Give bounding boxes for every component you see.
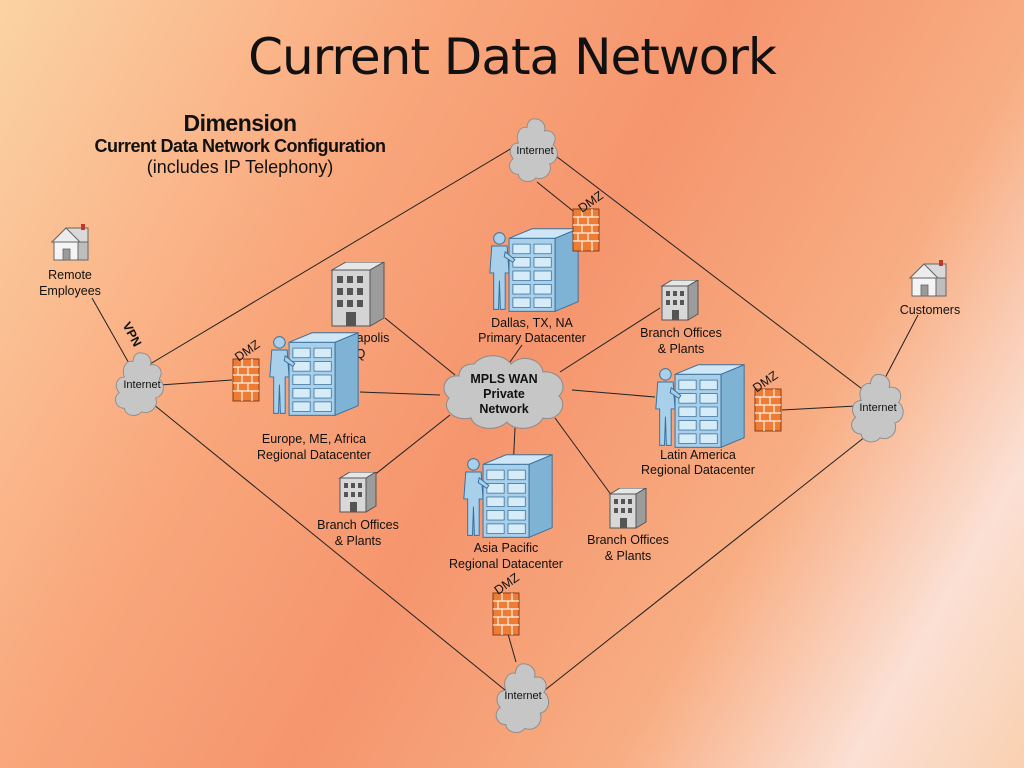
link-mpls-hq — [384, 317, 456, 376]
mpls-wan-cloud: MPLS WAN Private Network — [443, 355, 564, 429]
connection-lines — [91, 147, 919, 691]
link-mpls-branch-right — [554, 417, 613, 497]
datacenter-icon — [269, 332, 359, 416]
house-icon — [51, 224, 89, 261]
heading-note: (includes IP Telephony) — [146, 157, 334, 178]
internet-right-label: Internet — [859, 402, 896, 414]
link-internet-left-bottom — [147, 399, 506, 691]
internet-bottom-label: Internet — [504, 690, 541, 702]
latam-datacenter-node: Latin America Regional Datacenter — [641, 364, 755, 477]
firewall-icon — [754, 388, 782, 432]
firewall-icon — [492, 592, 520, 636]
europe-label-line2: Regional Datacenter — [257, 448, 371, 462]
datacenter-icon — [655, 364, 745, 448]
dmz-top: DMZ — [572, 188, 606, 252]
datacenter-icon — [489, 228, 579, 312]
europe-datacenter-node: Europe, ME, Africa Regional Datacenter — [257, 332, 371, 462]
building-icon — [331, 262, 385, 327]
vpn-label: VPN — [120, 320, 144, 349]
dmz-right: DMZ — [750, 368, 782, 432]
datacenter-icon — [463, 454, 553, 538]
branch-left-label-line2: & Plants — [335, 534, 382, 548]
dmz-left: DMZ — [232, 337, 263, 402]
link-internet-top-right — [547, 149, 871, 396]
branch-left-label-line1: Branch Offices — [317, 518, 399, 532]
remote-employees-node: Remote Employees — [39, 224, 101, 298]
asia-label-line1: Asia Pacific — [474, 541, 539, 555]
branch-left-node: Branch Offices & Plants — [317, 472, 399, 548]
branch-top-node: Branch Offices & Plants — [640, 280, 722, 356]
link-mpls-europe — [359, 391, 441, 396]
branch-right-label-line2: & Plants — [605, 549, 652, 563]
heading-company: Dimension — [183, 110, 297, 136]
branch-right-node: Branch Offices & Plants — [587, 488, 669, 563]
branch-right-label-line1: Branch Offices — [587, 533, 669, 547]
internet-left-cloud: Internet — [115, 352, 164, 416]
branch-building-icon — [661, 280, 699, 321]
mpls-label-line2: Private — [483, 387, 525, 401]
internet-top-cloud: Internet — [509, 118, 558, 182]
branch-building-icon — [339, 472, 377, 513]
link-mpls-branch-left — [367, 414, 451, 481]
remote-label-line2: Employees — [39, 284, 101, 298]
dallas-datacenter-node: Dallas, TX, NA Primary Datacenter — [478, 228, 586, 345]
firewall-icon — [572, 208, 600, 252]
dmz-bottom: DMZ — [492, 570, 522, 636]
heading-subtitle: Current Data Network Configuration — [94, 136, 386, 157]
link-internet-right-bottom — [544, 424, 881, 691]
link-internet-top-left — [139, 147, 513, 371]
slide-title: Current Data Network — [248, 28, 777, 86]
link-dmz-internet-bottom — [507, 633, 517, 663]
link-dmz-internet-right — [781, 405, 857, 411]
latam-label-line2: Regional Datacenter — [641, 463, 755, 477]
internet-right-cloud: Internet — [851, 373, 904, 443]
branch-building-icon — [609, 488, 647, 529]
europe-label-line1: Europe, ME, Africa — [262, 432, 366, 446]
link-mpls-latam — [571, 389, 656, 398]
internet-left-label: Internet — [123, 379, 160, 391]
link-mpls-branch-top — [559, 307, 661, 373]
mpls-label-line3: Network — [479, 402, 528, 416]
dallas-label-line2: Primary Datacenter — [478, 331, 586, 345]
remote-label-line1: Remote — [48, 268, 92, 282]
firewall-icon — [232, 358, 260, 402]
mpls-label-line1: MPLS WAN — [470, 372, 537, 386]
link-internet-left-dmz — [159, 379, 233, 386]
dallas-label-line1: Dallas, TX, NA — [491, 316, 573, 330]
link-mpls-dallas — [509, 344, 523, 363]
link-customers-internet — [884, 314, 919, 379]
asia-label-line2: Regional Datacenter — [449, 557, 563, 571]
asia-datacenter-node: Asia Pacific Regional Datacenter — [449, 454, 563, 571]
internet-bottom-cloud: Internet — [495, 663, 550, 734]
customers-label: Customers — [900, 303, 960, 317]
branch-top-label-line1: Branch Offices — [640, 326, 722, 340]
latam-label-line1: Latin America — [660, 448, 736, 462]
customers-node: Customers — [900, 260, 960, 317]
house-icon — [909, 260, 947, 297]
branch-top-label-line2: & Plants — [658, 342, 705, 356]
diagram-heading: Dimension Current Data Network Configura… — [30, 110, 450, 178]
link-internet-top-dmz — [536, 181, 579, 216]
link-remote-vpn — [91, 297, 131, 366]
internet-top-label: Internet — [516, 145, 553, 157]
